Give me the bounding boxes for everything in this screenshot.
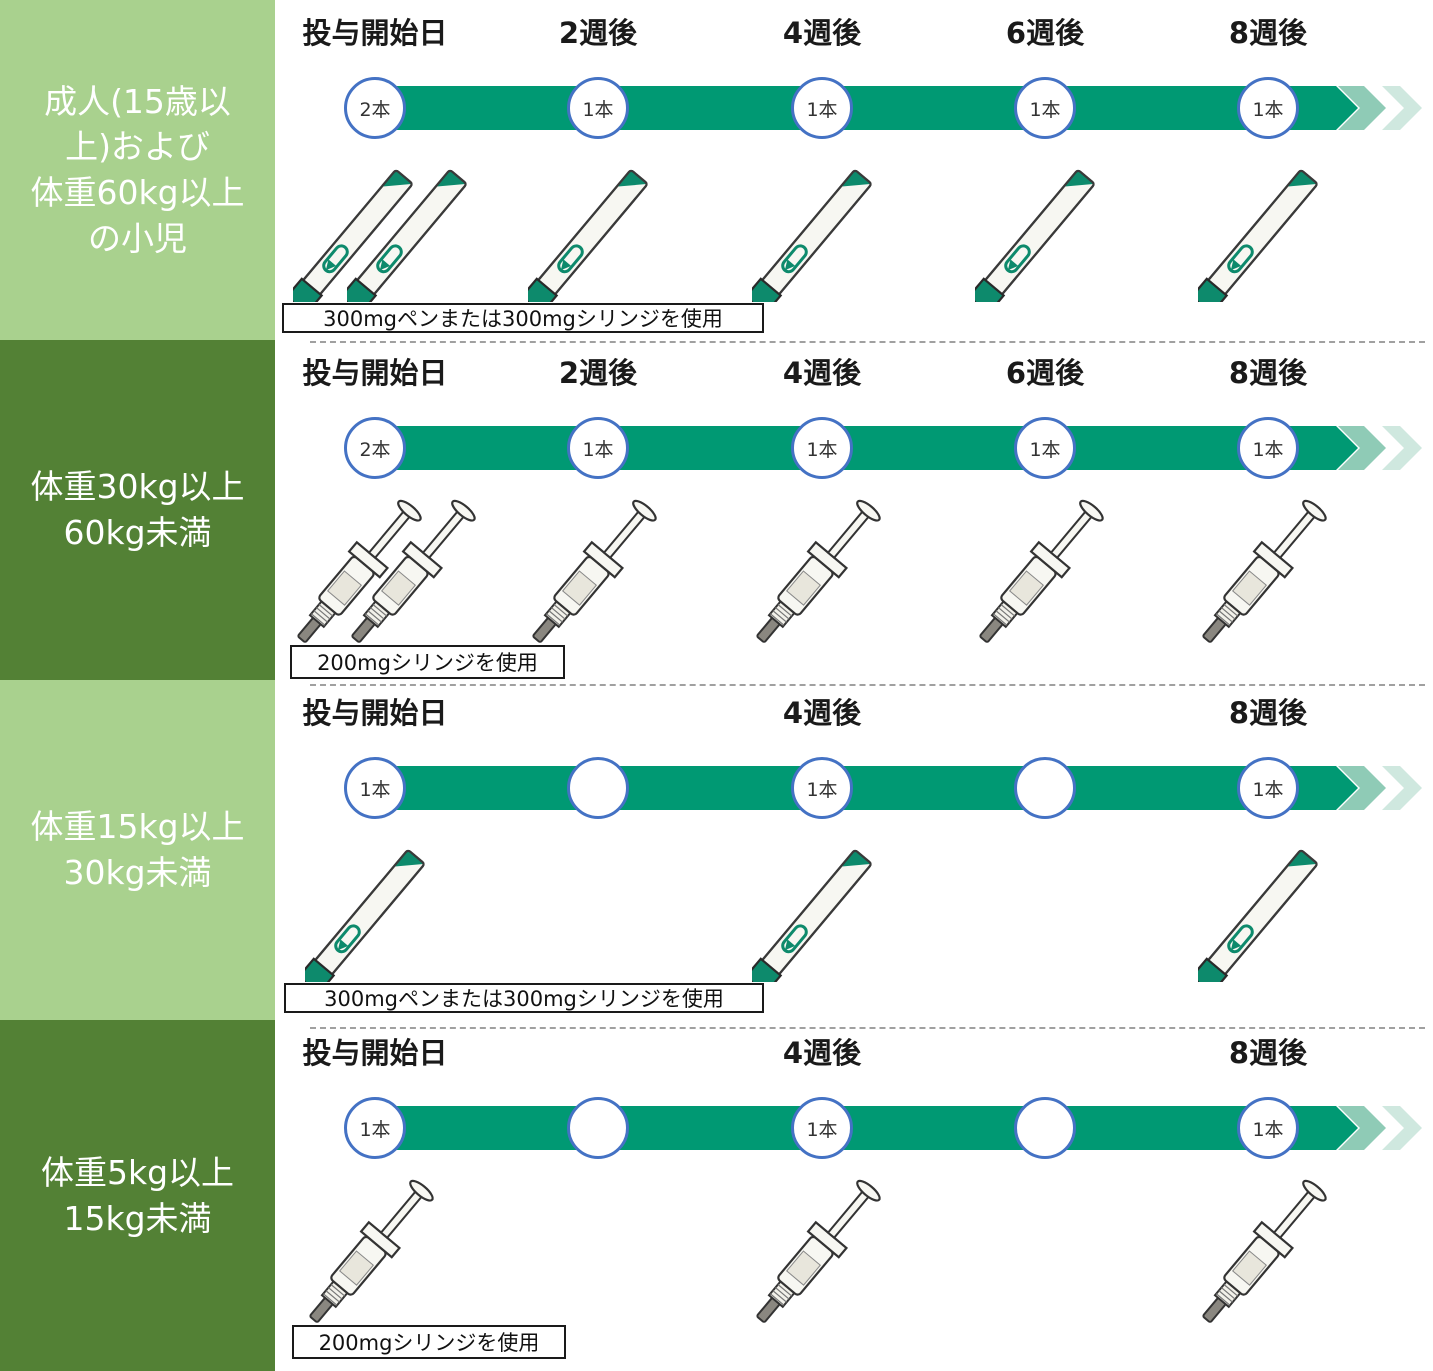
row-label-line: 体重5kg以上 xyxy=(40,1152,235,1192)
dose-count: 1本 xyxy=(806,98,838,121)
timepoint-label: 6週後 xyxy=(1005,356,1085,390)
empty-dose-marker xyxy=(567,1097,629,1159)
row-label-line: 体重30kg以上 xyxy=(30,467,245,507)
timepoint-label: 6週後 xyxy=(1005,16,1085,50)
timeline-continue-arrow xyxy=(1316,86,1422,130)
syringe-icon xyxy=(309,1179,434,1323)
row-label: 体重15kg以上 30kg未満 xyxy=(0,680,275,1020)
timepoint-label: 投与開始日 xyxy=(302,1036,448,1070)
pen-icon xyxy=(1198,849,1318,982)
dose-count: 1本 xyxy=(806,1118,838,1141)
dose-count-marker: 1本 xyxy=(791,1097,853,1159)
dose-count: 1本 xyxy=(359,778,391,801)
dose-count-marker: 1本 xyxy=(567,77,629,139)
syringe-icon xyxy=(756,499,881,643)
pen-icon xyxy=(305,849,425,982)
timeline-continue-arrow xyxy=(1316,766,1422,810)
timepoint-label: 8週後 xyxy=(1228,356,1308,390)
pen-icon xyxy=(752,849,872,982)
row-label-line: 体重15kg以上 xyxy=(30,807,245,847)
dose-count: 1本 xyxy=(1029,98,1061,121)
empty-dose-marker xyxy=(1014,1097,1076,1159)
dose-count-marker: 1本 xyxy=(791,77,853,139)
pen-icon xyxy=(752,169,872,302)
dose-count: 1本 xyxy=(582,98,614,121)
row-label-line: 上)および xyxy=(65,127,210,167)
timeline-continue-arrow xyxy=(1316,426,1422,470)
row-label-line: の小児 xyxy=(88,218,187,258)
dose-count-marker: 2本 xyxy=(344,417,406,479)
dose-count-marker: 1本 xyxy=(791,417,853,479)
row-label-line: 成人(15歳以 xyxy=(44,81,231,121)
dose-count: 1本 xyxy=(582,438,614,461)
row-divider xyxy=(310,1027,1425,1029)
row-label: 体重5kg以上 15kg未満 xyxy=(0,1020,275,1371)
timepoint-label: 投与開始日 xyxy=(302,696,448,730)
timepoint-label: 投与開始日 xyxy=(302,16,448,50)
timepoint-label: 4週後 xyxy=(782,1036,862,1070)
timepoint-label: 4週後 xyxy=(782,16,862,50)
dose-count-marker: 1本 xyxy=(1237,417,1299,479)
row-label-line: 15kg未満 xyxy=(63,1198,212,1238)
dose-count-marker: 1本 xyxy=(1014,417,1076,479)
dose-count: 1本 xyxy=(1252,778,1284,801)
row-label-line: 体重60kg以上 xyxy=(30,173,245,212)
pen-icon xyxy=(528,169,648,302)
dose-count-marker: 1本 xyxy=(344,1097,406,1159)
dose-count-marker: 1本 xyxy=(1237,757,1299,819)
dose-count: 1本 xyxy=(806,438,838,461)
timepoint-label: 2週後 xyxy=(558,356,638,390)
syringe-icon xyxy=(1202,1179,1327,1323)
timeline-continue-arrow xyxy=(1316,1106,1422,1150)
timepoint-label: 8週後 xyxy=(1228,1036,1308,1070)
dose-count: 2本 xyxy=(359,98,391,121)
empty-dose-marker xyxy=(1014,757,1076,819)
dose-count: 2本 xyxy=(359,438,391,461)
dose-count-marker: 1本 xyxy=(1237,77,1299,139)
device-caption: 200mgシリンジを使用 xyxy=(290,645,565,679)
syringe-icon xyxy=(532,499,657,643)
timepoint-label: 4週後 xyxy=(782,696,862,730)
timepoint-label: 2週後 xyxy=(558,16,638,50)
dose-count: 1本 xyxy=(1029,438,1061,461)
row-label: 体重30kg以上 60kg未満 xyxy=(0,340,275,680)
syringe-icon xyxy=(979,499,1104,643)
timepoint-label: 8週後 xyxy=(1228,696,1308,730)
pen-icon xyxy=(293,169,413,302)
row-label: 成人(15歳以上)および体重60kg以上の小児 xyxy=(0,0,275,340)
dose-count-marker: 1本 xyxy=(567,417,629,479)
row-divider xyxy=(310,341,1425,343)
dose-count-marker: 2本 xyxy=(344,77,406,139)
pen-icon xyxy=(1198,169,1318,302)
pen-icon xyxy=(975,169,1095,302)
dose-count-marker: 1本 xyxy=(1014,77,1076,139)
syringe-icon xyxy=(351,499,476,643)
row-label-line: 30kg未満 xyxy=(63,853,212,892)
pen-icon xyxy=(347,169,467,302)
dose-count: 1本 xyxy=(1252,98,1284,121)
dose-count-marker: 1本 xyxy=(1237,1097,1299,1159)
row-label-line: 60kg未満 xyxy=(63,513,212,552)
empty-dose-marker xyxy=(567,757,629,819)
device-caption: 300mgペンまたは300mgシリンジを使用 xyxy=(282,303,764,333)
dose-count-marker: 1本 xyxy=(791,757,853,819)
timepoint-label: 投与開始日 xyxy=(302,356,448,390)
row-divider xyxy=(310,684,1425,686)
dose-count-marker: 1本 xyxy=(344,757,406,819)
dose-count: 1本 xyxy=(806,778,838,801)
device-caption: 200mgシリンジを使用 xyxy=(292,1325,566,1359)
syringe-icon xyxy=(756,1179,881,1323)
dose-count: 1本 xyxy=(359,1118,391,1141)
dose-count: 1本 xyxy=(1252,1118,1284,1141)
syringe-icon xyxy=(297,499,422,643)
timepoint-label: 4週後 xyxy=(782,356,862,390)
dose-count: 1本 xyxy=(1252,438,1284,461)
device-caption: 300mgペンまたは300mgシリンジを使用 xyxy=(284,983,764,1013)
timepoint-label: 8週後 xyxy=(1228,16,1308,50)
syringe-icon xyxy=(1202,499,1327,643)
